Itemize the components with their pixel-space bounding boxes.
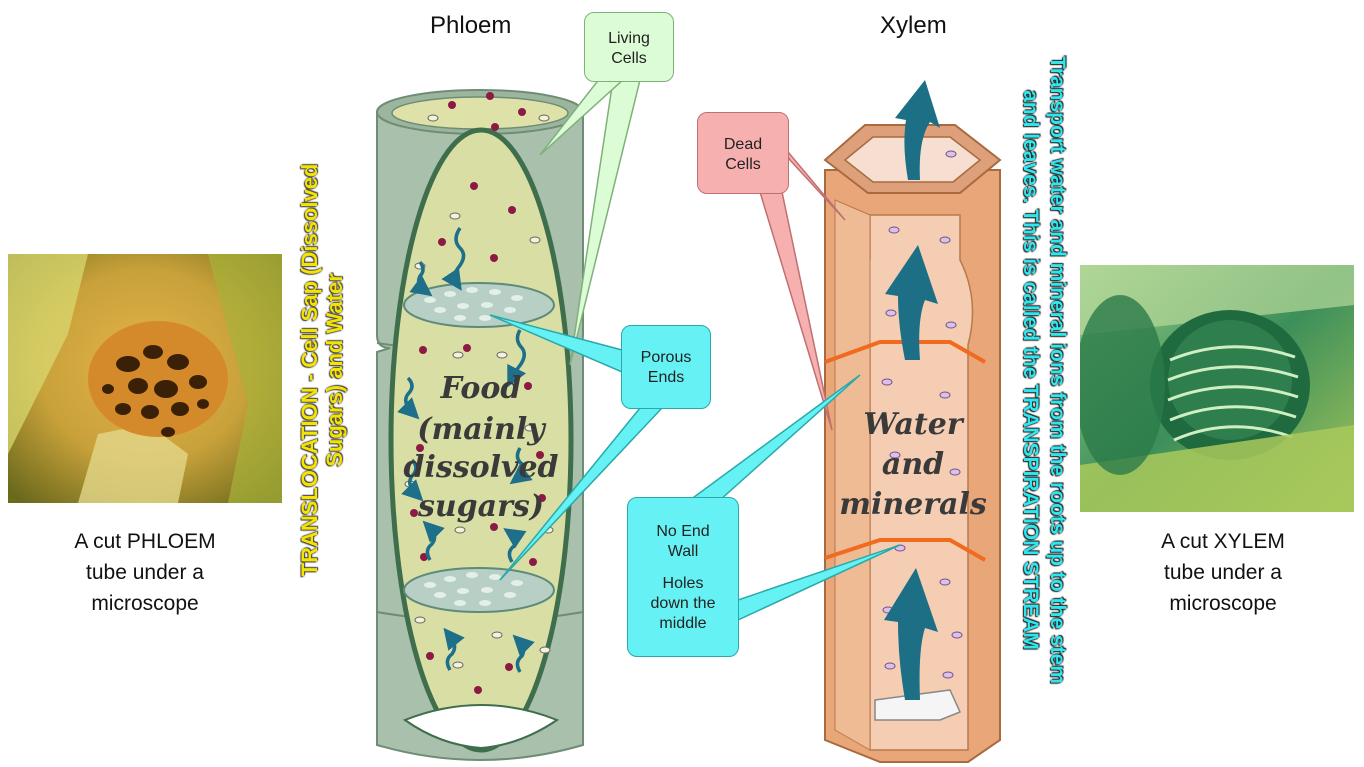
- callout-line: Cells: [725, 156, 761, 173]
- callout-line: Dead: [723, 136, 763, 153]
- callout-line: Cells: [611, 50, 647, 67]
- phloem-microscope-image: [8, 254, 282, 503]
- xylem-caption: A cut XYLEM tube under a microscope: [1108, 526, 1338, 619]
- callout-line: Living: [608, 30, 650, 47]
- dead-cells-callout: Dead Cells: [697, 112, 789, 194]
- callout-line: middle: [659, 615, 707, 632]
- translocation-line: Sugars) and Water: [322, 273, 347, 467]
- callout-line: Holes: [662, 575, 704, 592]
- transpiration-label: Transport water and mineral ions from th…: [1015, 20, 1071, 720]
- xylem-caption-line: tube under a: [1164, 561, 1282, 584]
- phloem-caption-line: microscope: [91, 592, 199, 615]
- callout-line: Ends: [647, 369, 685, 386]
- translocation-line: TRANSLOCATION - Cell Sap (Dissolved: [297, 163, 322, 577]
- phloem-caption: A cut PHLOEM tube under a microscope: [30, 526, 260, 619]
- phloem-tube: Food (mainly dissolved sugars): [376, 89, 584, 761]
- transpiration-line: and leaves. This is called the TRANSPIRA…: [1019, 90, 1042, 650]
- xylem-tube-text-line: Water: [863, 407, 964, 442]
- phloem-tube-text-line: (mainly: [417, 412, 547, 447]
- phloem-tube-text-line: Food: [440, 371, 522, 406]
- xylem-caption-line: A cut XYLEM: [1161, 530, 1285, 553]
- callout-line: down the: [650, 595, 716, 612]
- xylem-tube-text-line: and: [882, 447, 944, 482]
- translocation-label: TRANSLOCATION - Cell Sap (Dissolved Suga…: [297, 150, 347, 590]
- xylem-title: Xylem: [880, 12, 947, 39]
- phloem-tube-text-line: dissolved: [403, 450, 558, 485]
- dead-cells-pointer: [758, 191, 833, 431]
- xylem-tube: Water and minerals: [823, 80, 1002, 763]
- xylem-microscope-image: [1080, 265, 1354, 512]
- xylem-tube-text-line: minerals: [839, 487, 987, 522]
- phloem-caption-line: A cut PHLOEM: [74, 530, 216, 553]
- callout-line: No End: [656, 523, 710, 540]
- porous-ends-callout: Porous Ends: [621, 325, 711, 409]
- no-end-wall-callout: No End Wall Holes down the middle: [627, 497, 739, 657]
- callout-line: Porous: [640, 349, 692, 366]
- transpiration-line: Transport water and mineral ions from th…: [1046, 56, 1069, 684]
- xylem-caption-line: microscope: [1169, 592, 1277, 615]
- phloem-caption-line: tube under a: [86, 561, 204, 584]
- phloem-tube-text-line: sugars): [417, 489, 544, 524]
- callout-line: Wall: [667, 543, 699, 560]
- phloem-title: Phloem: [430, 12, 512, 39]
- living-cells-callout: Living Cells: [584, 12, 674, 82]
